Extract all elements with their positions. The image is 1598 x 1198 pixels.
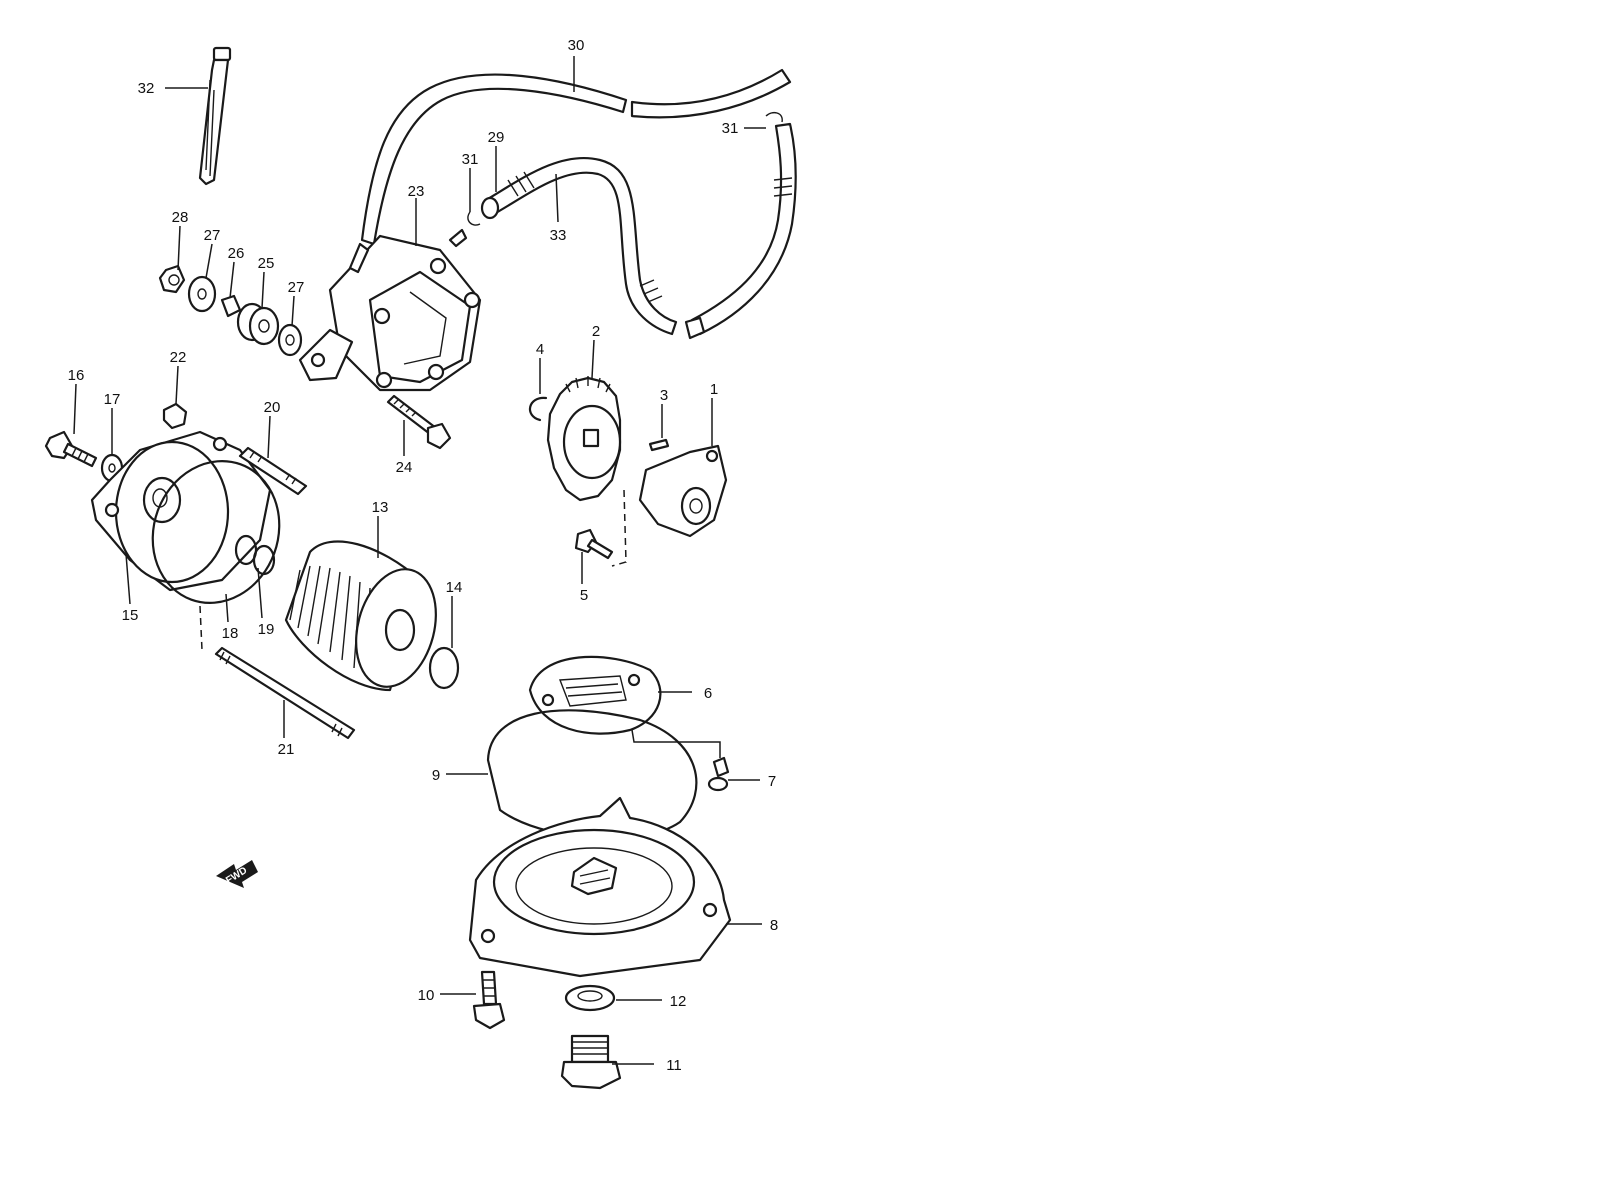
- part-33-hose: [480, 122, 797, 340]
- part-16-bolt: [44, 430, 98, 468]
- part-32-cable-tie: [198, 46, 232, 186]
- part-31-clip-left: [467, 211, 481, 226]
- callout-30: 30: [568, 37, 585, 54]
- callout-27-a: 27: [204, 227, 221, 244]
- callout-3: 3: [660, 387, 668, 404]
- callout-13: 13: [372, 499, 389, 516]
- part-1-pump-case: [638, 444, 728, 538]
- part-2-gear: [546, 376, 622, 502]
- callout-4: 4: [536, 341, 544, 358]
- callout-23: 23: [408, 183, 425, 200]
- part-28-nut: [158, 264, 186, 294]
- part-27-washer-a: [187, 275, 217, 313]
- part-13-oil-filter: [284, 540, 437, 692]
- part-7-screw: [707, 756, 730, 792]
- part-8-oil-pan: [468, 796, 732, 978]
- part-20-stud: [238, 446, 308, 496]
- part-27-washer-b: [277, 323, 303, 357]
- part-10-bolt: [472, 970, 506, 1030]
- part-23-pump-body: [298, 228, 482, 392]
- alignment-line-filter-stud: [199, 605, 203, 651]
- part-5-bolt: [574, 528, 614, 560]
- part-31-clip-right: [765, 111, 783, 123]
- callout-11: 11: [666, 1057, 682, 1074]
- callout-1: 1: [710, 381, 718, 398]
- callout-8: 8: [770, 917, 778, 934]
- callout-18: 18: [222, 625, 239, 642]
- callout-27-b: 27: [288, 279, 305, 296]
- part-6-strainer: [528, 655, 662, 735]
- callout-32: 32: [138, 80, 155, 97]
- callout-26: 26: [228, 245, 245, 262]
- callout-16: 16: [68, 367, 85, 384]
- callout-10: 10: [418, 987, 435, 1004]
- callout-24: 24: [396, 459, 413, 476]
- callout-20: 20: [264, 399, 281, 416]
- alignment-line-gear: [611, 489, 627, 567]
- callout-5: 5: [580, 587, 588, 604]
- part-15-cover: [90, 430, 272, 592]
- part-25-bushing: [236, 302, 280, 346]
- callout-29: 29: [488, 129, 505, 146]
- part-30-hose: [360, 68, 792, 246]
- callout-25: 25: [258, 255, 275, 272]
- callout-12: 12: [670, 993, 687, 1010]
- part-12-washer: [564, 984, 616, 1012]
- callout-labels: 32 30 31 29 31 23 33 28 27 26 25 27 24 2…: [68, 37, 779, 1074]
- callout-15: 15: [122, 607, 139, 624]
- callout-31-left: 31: [462, 151, 479, 168]
- callout-17: 17: [104, 391, 121, 408]
- part-19-o-ring-pair: [234, 534, 276, 576]
- leader-lines: [73, 56, 766, 1065]
- callout-14: 14: [446, 579, 463, 596]
- part-11-drain-plug: [560, 1034, 622, 1090]
- callout-7: 7: [768, 773, 776, 790]
- callout-22: 22: [170, 349, 187, 366]
- part-14-o-ring: [428, 646, 460, 690]
- part-24-bolt: [386, 394, 452, 450]
- part-3-pin: [648, 438, 670, 452]
- part-22-nut: [162, 402, 188, 430]
- part-18-o-ring: [151, 459, 281, 605]
- callout-2: 2: [592, 323, 600, 340]
- callout-33: 33: [550, 227, 567, 244]
- callout-6: 6: [704, 685, 712, 702]
- callout-21: 21: [278, 741, 295, 758]
- fwd-arrow-icon: FWD: [216, 860, 258, 888]
- callout-9: 9: [432, 767, 440, 784]
- callout-28: 28: [172, 209, 189, 226]
- callout-19: 19: [258, 621, 275, 638]
- part-21-long-stud: [214, 646, 356, 740]
- part-4-circlip: [529, 396, 548, 422]
- callout-31-right: 31: [722, 120, 739, 137]
- part-26-collar: [220, 294, 242, 318]
